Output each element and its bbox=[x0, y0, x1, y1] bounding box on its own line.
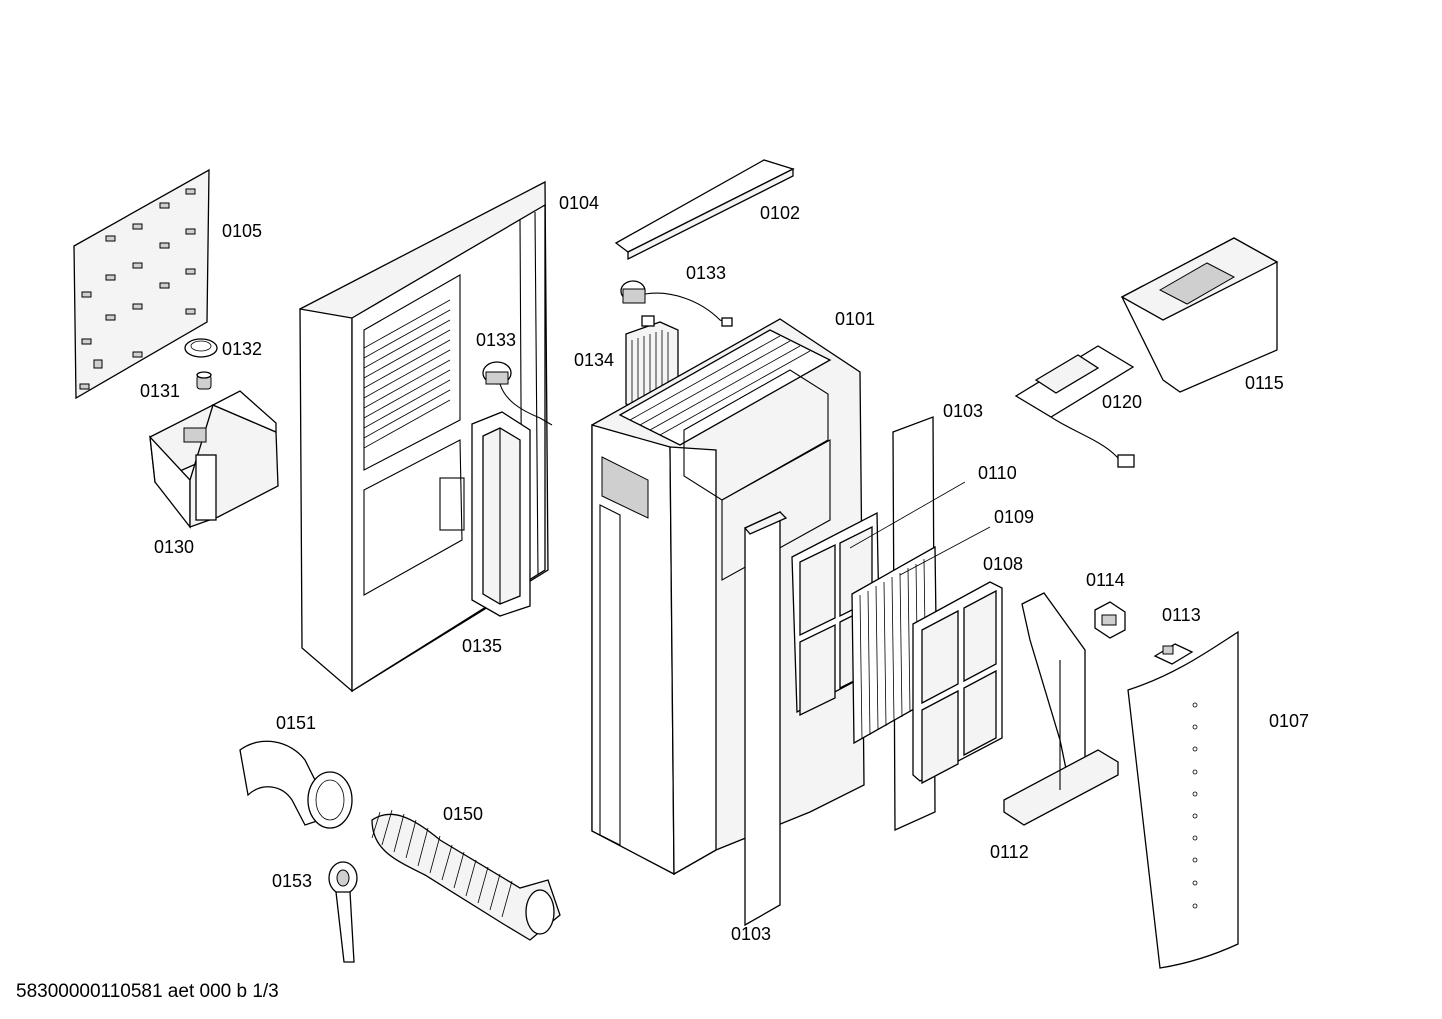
part-0135-duct bbox=[471, 411, 531, 617]
part-0132-cap bbox=[184, 338, 218, 358]
label-0115: 0115 bbox=[1245, 373, 1284, 393]
part-0131-plug bbox=[196, 371, 212, 390]
label-0107: 0107 bbox=[1269, 711, 1310, 731]
label-0120: 0120 bbox=[1102, 392, 1143, 412]
leader-lines bbox=[849, 481, 991, 576]
part-0102-top-strip bbox=[614, 159, 795, 261]
label-0150: 0150 bbox=[443, 804, 484, 824]
part-0153-hose-clip bbox=[328, 861, 358, 963]
part-0113-clip bbox=[1153, 643, 1194, 665]
document-footer: 58300000110581 aet 000 b 1/3 bbox=[16, 981, 279, 1002]
label-0151: 0151 bbox=[276, 713, 317, 733]
label-0135: 0135 bbox=[462, 636, 503, 656]
label-0108: 0108 bbox=[983, 554, 1024, 574]
label-0101: 0101 bbox=[835, 309, 876, 329]
part-0130-water-tank bbox=[149, 390, 279, 529]
part-0101-main-housing bbox=[591, 318, 865, 876]
label-0112: 0112 bbox=[990, 842, 1029, 862]
part-0115-top-cover bbox=[1120, 237, 1279, 393]
part-0133-motor-left bbox=[482, 361, 553, 426]
label-0104: 0104 bbox=[559, 193, 600, 213]
part-0105-back-plate bbox=[73, 168, 210, 400]
label-0153: 0153 bbox=[272, 871, 313, 891]
part-0133-motor-top bbox=[620, 280, 733, 327]
label-0105: 0105 bbox=[222, 221, 263, 241]
label-0109: 0109 bbox=[994, 507, 1035, 527]
label-0134: 0134 bbox=[574, 350, 615, 370]
label-0133-left: 0133 bbox=[476, 330, 517, 350]
label-0132: 0132 bbox=[222, 339, 263, 359]
label-0131: 0131 bbox=[140, 381, 181, 401]
part-0108-grille-filter bbox=[912, 581, 1003, 785]
label-0130: 0130 bbox=[154, 537, 195, 557]
part-0150-hose bbox=[371, 809, 561, 941]
part-0107-front-panel bbox=[1127, 630, 1239, 969]
part-0114-switch bbox=[1094, 601, 1126, 639]
part-0151-hose-adapter bbox=[239, 740, 353, 829]
part-0112-bracket bbox=[1003, 592, 1119, 826]
label-0102: 0102 bbox=[760, 203, 801, 223]
part-0103-side-panel-left bbox=[743, 510, 788, 927]
label-0133-top: 0133 bbox=[686, 263, 727, 283]
label-0103-right: 0103 bbox=[943, 401, 984, 421]
label-0103-bottom: 0103 bbox=[731, 924, 772, 944]
part-0120-control-board bbox=[1014, 345, 1135, 468]
label-0113: 0113 bbox=[1162, 605, 1201, 625]
label-0110: 0110 bbox=[978, 463, 1017, 483]
label-0114: 0114 bbox=[1086, 570, 1125, 590]
